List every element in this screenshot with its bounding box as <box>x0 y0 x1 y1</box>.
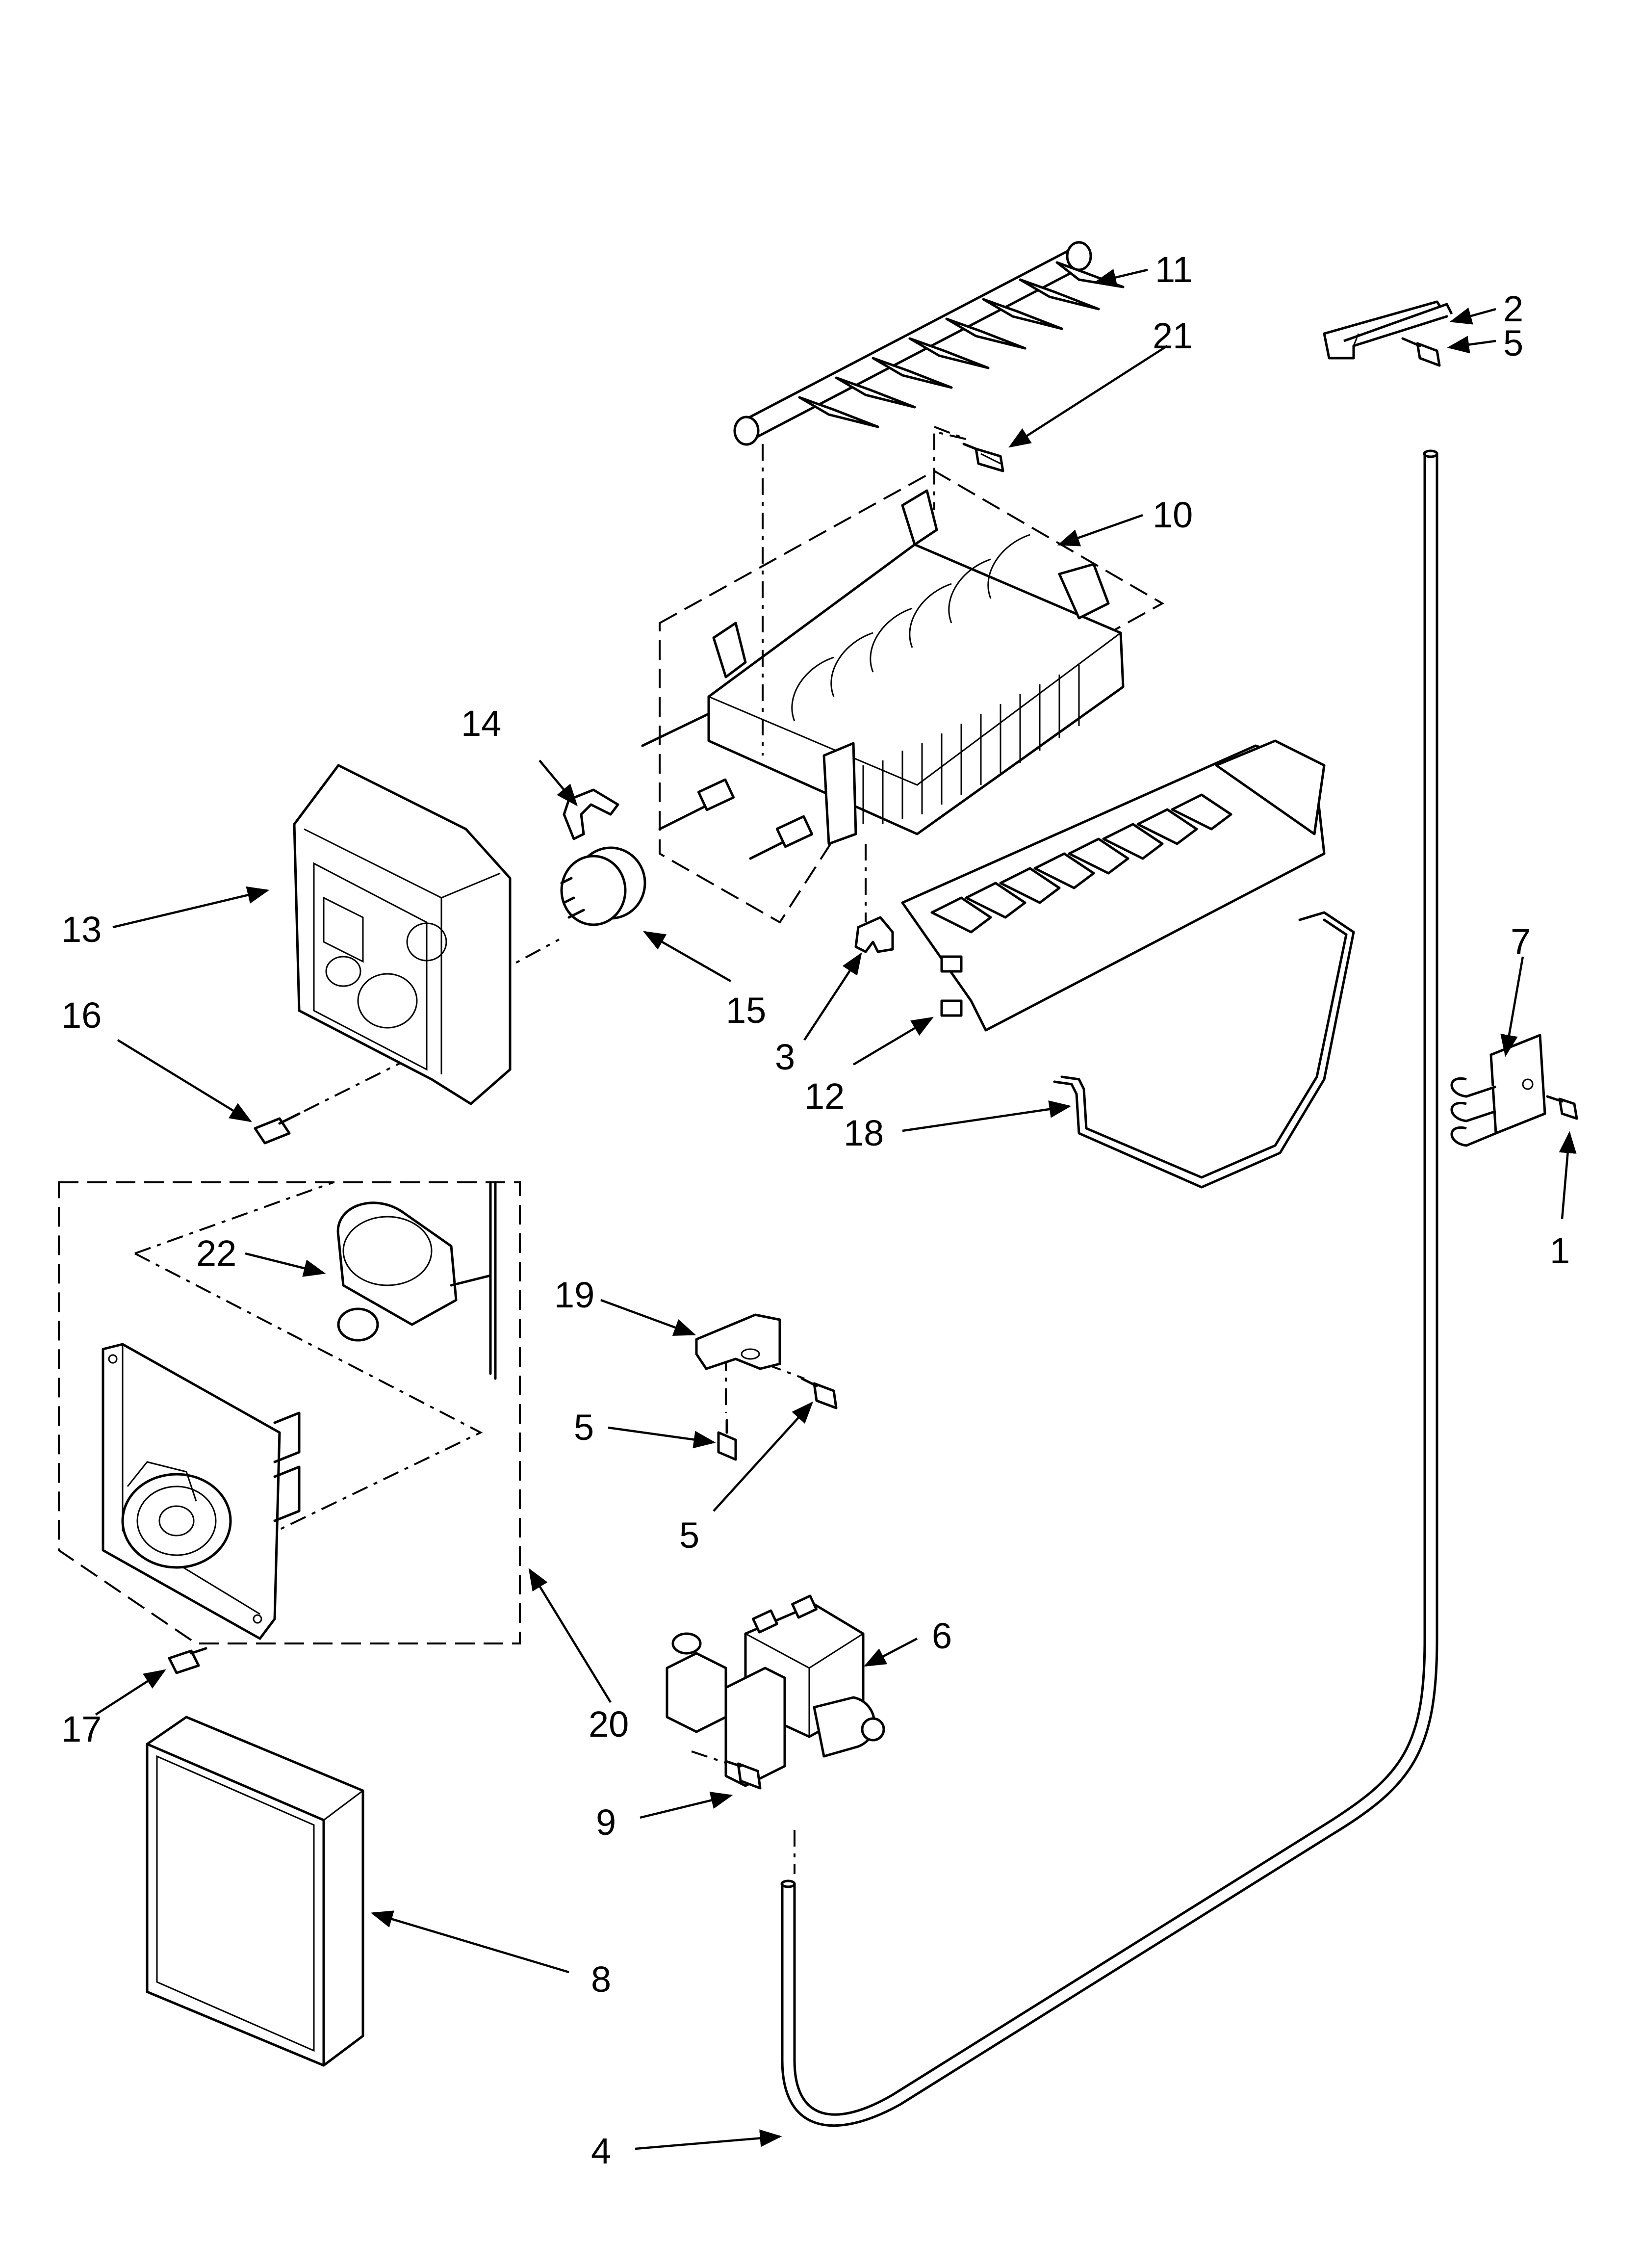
callout-19: 19 <box>554 1275 594 1315</box>
align-line-21 <box>933 426 967 510</box>
mounting-housing <box>293 764 512 1105</box>
shutoff-arm <box>1053 911 1355 1189</box>
water-valve <box>666 1594 885 1787</box>
screw-17 <box>168 1647 207 1674</box>
callout-labels: 11 2 5 21 10 14 13 15 3 12 16 18 7 1 22 … <box>61 249 1570 2171</box>
thermostat <box>560 846 646 926</box>
clamp-7 <box>1450 1034 1546 1147</box>
motor-module <box>58 1181 521 1644</box>
callout-13: 13 <box>61 909 102 950</box>
screw-5-mid-right <box>800 1377 838 1409</box>
callout-5-top: 5 <box>1503 323 1523 364</box>
screw-9 <box>724 1760 762 1790</box>
motor-22 <box>336 1181 497 1380</box>
screw-21 <box>962 443 1004 472</box>
screw-1 <box>1546 1095 1578 1120</box>
callout-9: 9 <box>596 1802 616 1843</box>
callout-5-mid-right: 5 <box>679 1515 699 1556</box>
ejector-shaft <box>733 241 1125 446</box>
leader-lines <box>95 268 1577 2150</box>
callout-17: 17 <box>61 1709 102 1749</box>
callout-6: 6 <box>932 1616 952 1656</box>
callout-8: 8 <box>591 1959 611 2000</box>
callout-4: 4 <box>591 2131 611 2171</box>
callout-12: 12 <box>804 1076 845 1117</box>
ice-mold-assembly <box>641 469 1165 924</box>
callout-22: 22 <box>196 1233 236 1274</box>
callout-16: 16 <box>61 995 102 1036</box>
clip-14 <box>563 788 619 840</box>
callout-21: 21 <box>1153 315 1193 356</box>
fill-tube <box>780 449 1438 2127</box>
callout-14: 14 <box>461 703 501 744</box>
callout-2: 2 <box>1503 288 1523 329</box>
screw-5-mid-left <box>717 1419 737 1461</box>
insulation-pad <box>146 1716 364 2067</box>
cover-19 <box>695 1313 781 1370</box>
clip-3 <box>854 916 894 953</box>
callout-11: 11 <box>1155 249 1193 290</box>
screw-16 <box>254 1112 301 1145</box>
callout-1: 1 <box>1550 1230 1570 1271</box>
screw-5-top <box>1401 337 1441 367</box>
callout-10: 10 <box>1153 495 1193 535</box>
callout-15: 15 <box>726 990 766 1031</box>
callout-18: 18 <box>844 1113 884 1153</box>
callout-20: 20 <box>589 1704 629 1745</box>
callout-7: 7 <box>1511 921 1531 962</box>
callout-3: 3 <box>775 1037 795 1077</box>
ice-stripper <box>901 739 1326 1032</box>
callout-5-mid-left: 5 <box>574 1407 594 1448</box>
